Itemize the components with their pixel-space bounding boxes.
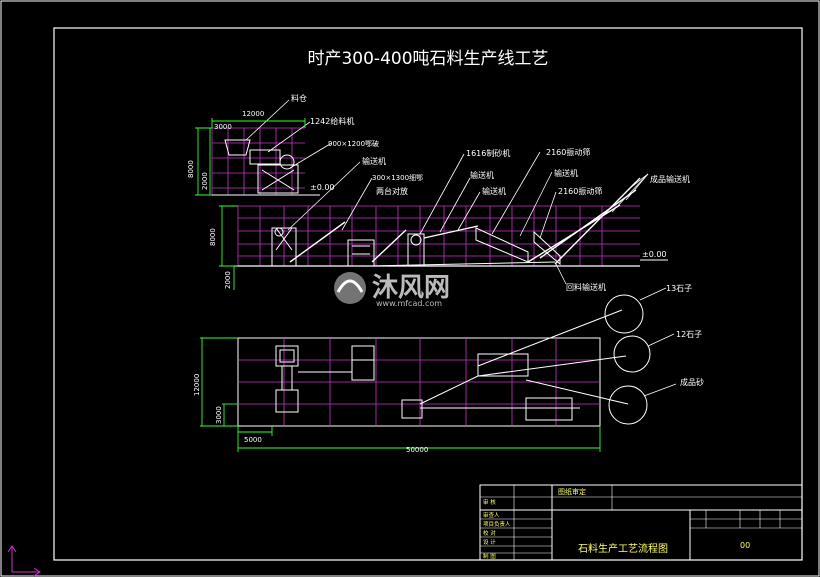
silo-shape	[224, 139, 251, 156]
plan-dimensions	[200, 337, 601, 452]
title-block-row-6: 制 图	[483, 552, 496, 560]
vibrating-screen-1	[475, 227, 529, 263]
plan-impact	[351, 345, 375, 381]
label-screen-1: 2160振动筛	[546, 147, 590, 157]
stockpile-13	[604, 294, 644, 334]
title-block-row-4: 校 对	[483, 529, 496, 537]
drawing-title: 时产300-400吨石料生产线工艺	[307, 49, 548, 69]
label-conveyor-3: 输送机	[482, 186, 506, 196]
equipment-sketches	[224, 139, 641, 267]
label-impact: 300×1300细鄂	[372, 173, 423, 182]
label-feeder: 1242给料机	[310, 116, 354, 126]
watermark-brand: 沐风网	[372, 273, 450, 303]
dim-8000-lower: 8000	[209, 228, 217, 246]
elevation-view: 料仓 1242给料机 900×1200鄂破 输送机 300×1300细鄂 两台对…	[187, 93, 690, 292]
sand-maker	[407, 233, 425, 267]
label-impact-2: 两台对放	[376, 186, 408, 196]
plan-conveyor-1	[477, 309, 623, 367]
leader-lines	[245, 99, 649, 285]
conveyor-2	[371, 229, 407, 263]
plan-conveyor-3	[525, 379, 629, 405]
watermark-url: www.mfcad.com	[376, 299, 442, 308]
dim-plan-3000: 3000	[215, 406, 223, 424]
label-conveyor-1: 输送机	[362, 156, 386, 166]
elevation-grid	[211, 127, 640, 266]
plan-equipment	[275, 309, 629, 421]
title-block	[479, 484, 803, 561]
dim-plan-5000: 5000	[244, 436, 262, 444]
title-block-row-5: 设 计	[483, 538, 496, 546]
dim-2000-lower: 2000	[224, 271, 232, 289]
title-block-row-2: 审查人	[483, 511, 500, 519]
title-block-header: 图纸审定	[558, 487, 586, 496]
plan-feeder	[275, 389, 299, 413]
drawing-name: 石料生产工艺流程图	[578, 542, 668, 555]
title-block-row-1: 审 核	[483, 498, 496, 506]
level-label-2: ±0.00	[642, 250, 667, 259]
label-stone-12: 12石子	[676, 330, 702, 339]
label-return-conveyor: 回料输送机	[566, 282, 606, 292]
dim-2000-upper: 2000	[201, 172, 209, 190]
dim-3000: 3000	[214, 123, 232, 131]
plan-screen-2	[525, 397, 573, 421]
title-block-frame	[479, 484, 803, 561]
label-stone-13: 13石子	[666, 284, 692, 293]
stockpile-sand	[608, 385, 648, 425]
conveyor-1	[289, 221, 346, 263]
impact-crusher	[347, 239, 375, 267]
label-silo: 料仓	[291, 93, 307, 103]
return-conveyor	[371, 261, 556, 267]
elevation-dimensions	[195, 118, 306, 290]
dim-plan-50000: 50000	[406, 446, 428, 454]
plan-sand-maker	[401, 399, 423, 419]
watermark: 沐风网 www.mfcad.com	[334, 272, 450, 308]
conveyor-6	[554, 177, 641, 265]
plan-leaders	[639, 287, 677, 397]
plan-conveyor-2	[477, 355, 627, 377]
watermark-logo-icon	[334, 272, 366, 304]
drawing-border	[53, 27, 803, 561]
label-product-conveyor: 成品输送机	[650, 174, 690, 184]
feeder-shape	[249, 149, 281, 165]
label-screen-2: 2160振动筛	[558, 186, 602, 196]
dim-plan-12000: 12000	[193, 374, 201, 396]
ucs-icon	[7, 545, 41, 577]
level-label-1: ±0.00	[310, 183, 335, 192]
dim-12000: 12000	[242, 110, 264, 118]
label-sand-maker: 1616制砂机	[466, 148, 510, 158]
title-block-row-3: 项目负责人	[483, 520, 511, 528]
label-conveyor-2: 输送机	[470, 170, 494, 180]
dim-8000-upper: 8000	[187, 160, 195, 178]
stockpile-12	[613, 335, 651, 373]
plan-screen-1	[477, 353, 529, 377]
plan-view: 13石子 12石子 成品砂 12000 3000 5000 50000	[193, 284, 704, 454]
jaw-crusher-lower	[271, 227, 297, 267]
conveyor-3	[423, 225, 479, 239]
label-jaw: 900×1200鄂破	[328, 139, 379, 148]
jaw-wheel	[279, 154, 295, 170]
conveyor-5	[539, 189, 637, 259]
drawing-code: 00	[740, 541, 750, 550]
plan-jaw	[275, 345, 299, 367]
label-sand-product: 成品砂	[680, 377, 704, 387]
jaw-frame	[257, 164, 299, 194]
label-conveyor-4: 输送机	[554, 168, 578, 178]
